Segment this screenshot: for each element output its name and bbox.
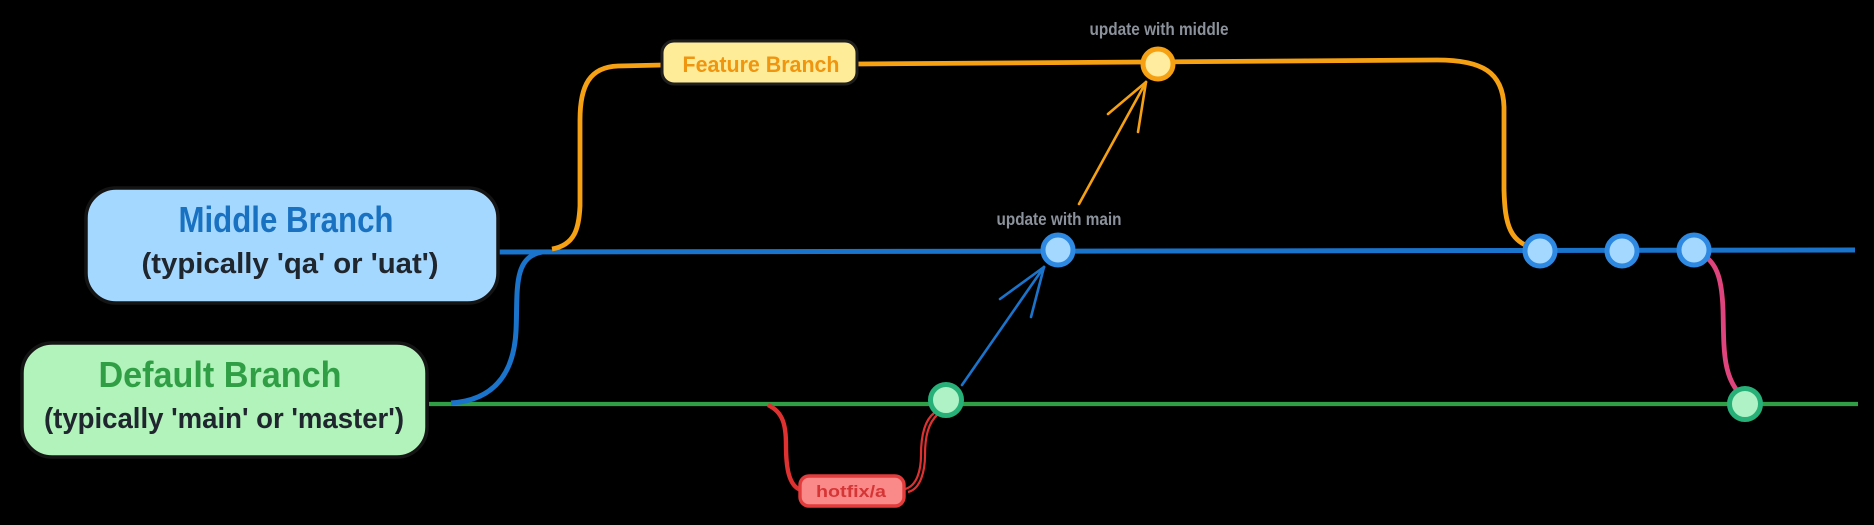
svg-text:Feature Branch: Feature Branch [683, 52, 840, 77]
svg-text:update with middle: update with middle [1090, 19, 1229, 39]
svg-text:update with main: update with main [997, 209, 1122, 229]
svg-text:(typically 'qa' or 'uat'): (typically 'qa' or 'uat') [142, 248, 439, 280]
svg-text:(typically 'main' or 'master'): (typically 'main' or 'master') [44, 403, 404, 435]
svg-text:hotfix/a: hotfix/a [816, 483, 887, 501]
svg-text:Middle Branch: Middle Branch [179, 199, 394, 240]
svg-text:Default Branch: Default Branch [99, 354, 342, 395]
